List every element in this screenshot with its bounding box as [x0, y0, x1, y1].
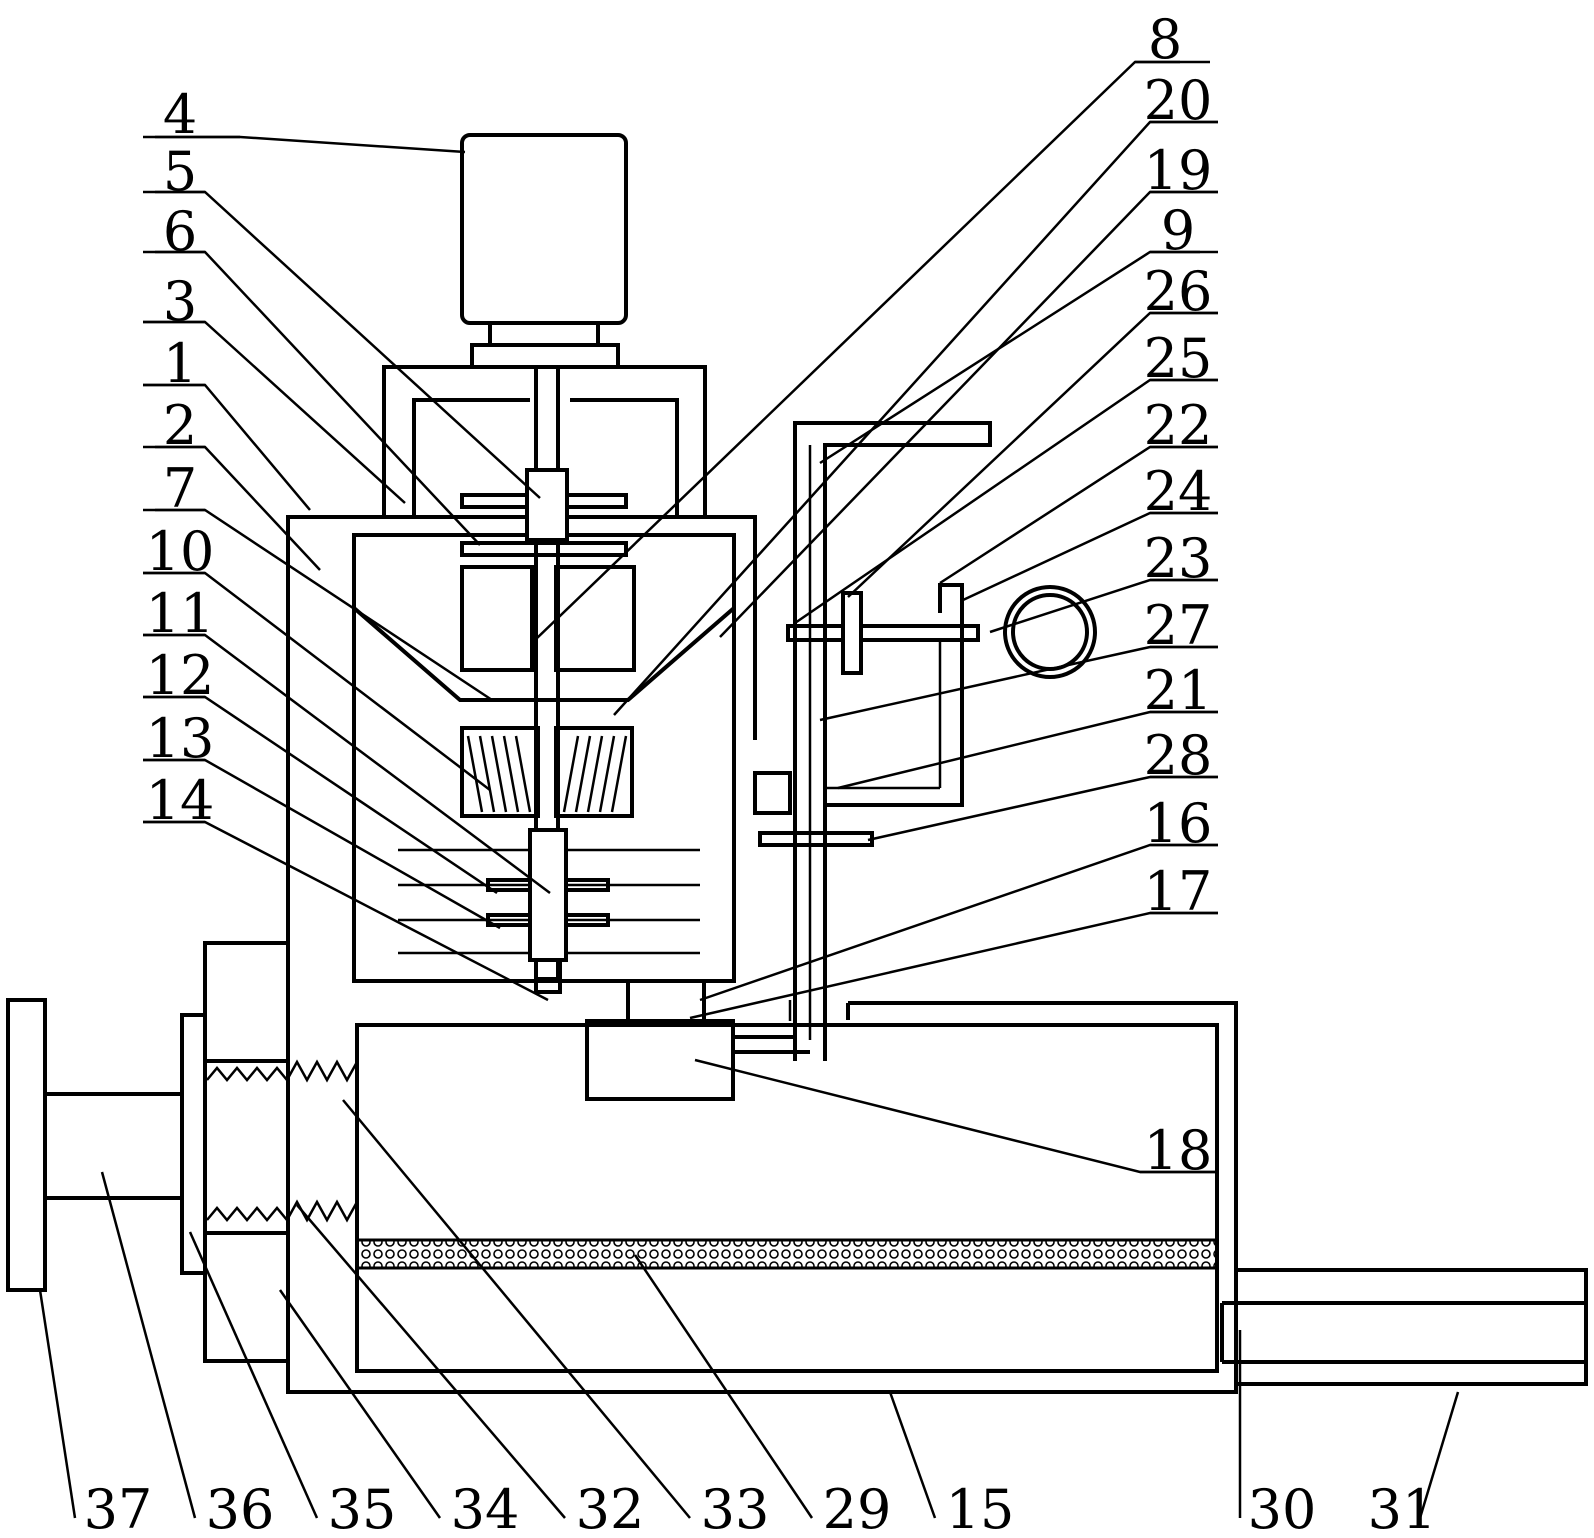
mount-plate: [180, 1013, 207, 1275]
label-32: 32: [576, 1478, 645, 1538]
label-6: 6: [163, 200, 197, 263]
side-bracket: [825, 583, 964, 807]
inner-block-left: [460, 565, 534, 672]
label-37: 37: [84, 1478, 153, 1538]
label-34: 34: [451, 1478, 520, 1538]
label-underlines: [143, 60, 1218, 1174]
lift-rail: [793, 421, 992, 1061]
label-5: 5: [163, 140, 197, 203]
label-31: 31: [1368, 1478, 1437, 1538]
support-frame-inner: [412, 398, 679, 517]
spring-upper: [206, 1059, 359, 1083]
stirring-hub: [528, 828, 568, 962]
link-block: [753, 771, 792, 815]
outlet-pipe: [1234, 1268, 1588, 1386]
label-36: 36: [206, 1478, 275, 1538]
collector-box: [585, 1019, 735, 1101]
feed-hopper: [352, 606, 736, 702]
disc-lower: [460, 541, 628, 557]
crank-block: [841, 591, 863, 675]
drum-housing: [286, 995, 1238, 1394]
drum-inner: [355, 1023, 1219, 1373]
motor-body: [460, 133, 628, 325]
screen-mesh: [355, 1238, 1219, 1270]
outer-housing: [286, 515, 757, 934]
end-flange: [6, 998, 47, 1292]
coupling-front: [525, 468, 569, 542]
label-35: 35: [328, 1478, 397, 1538]
crank-wheel-inner: [1011, 593, 1089, 671]
label-4: 4: [163, 83, 197, 146]
spring-lower: [206, 1199, 359, 1223]
label-3: 3: [163, 270, 197, 333]
drawing: [6, 133, 1588, 1394]
part-labels: 4 5 6 3 1 2 7 10 11 12 13 14 8 20 19 9 2…: [84, 8, 1437, 1538]
label-8: 8: [1148, 8, 1182, 71]
connector: [733, 1035, 810, 1054]
motor-base: [470, 343, 620, 369]
label-29: 29: [823, 1478, 892, 1538]
label-33: 33: [701, 1478, 770, 1538]
shaft-end: [534, 958, 562, 994]
vibrator-base: [203, 941, 290, 1363]
crank-rod: [786, 624, 980, 642]
main-shaft: [534, 365, 560, 981]
stirring-blades: [398, 848, 700, 955]
discharge-pipe: [626, 979, 706, 1023]
motor-flange: [488, 321, 600, 347]
crank-wheel-outer: [1003, 585, 1097, 679]
leader-lines: [38, 60, 1460, 1519]
crushing-roller-left: [460, 726, 540, 818]
label-15: 15: [946, 1478, 1015, 1538]
crushing-roller-right: [554, 726, 634, 818]
push-rod: [43, 1092, 184, 1200]
label-30: 30: [1248, 1478, 1317, 1538]
guide-plate: [758, 831, 874, 847]
